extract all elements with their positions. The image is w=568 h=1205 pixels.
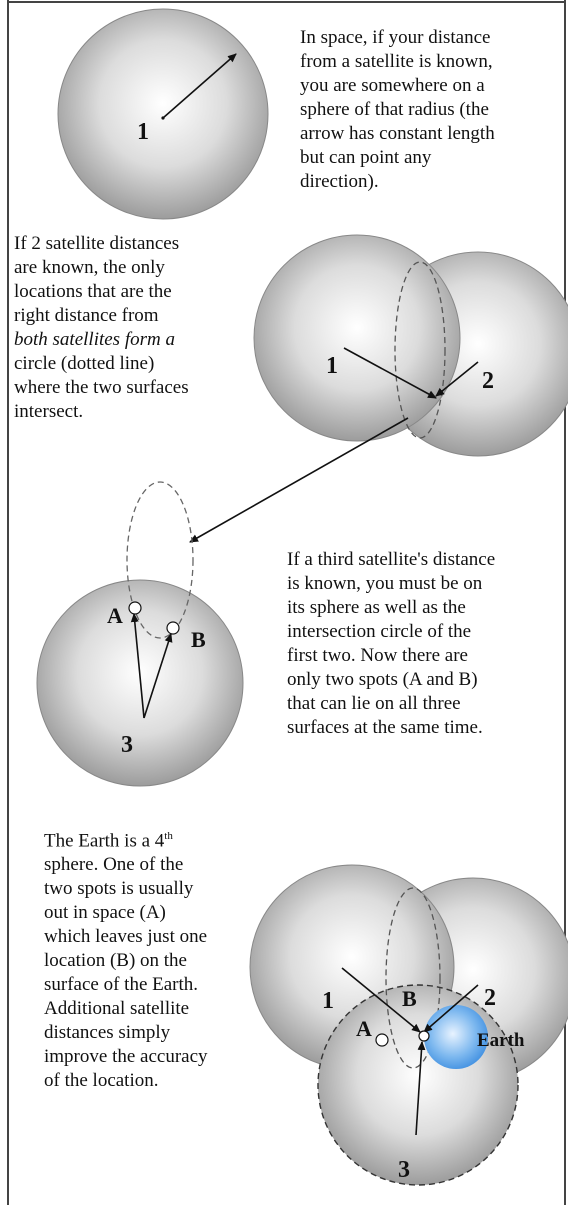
radius-arrow-3b: [143, 633, 173, 719]
sphere-1: [57, 8, 269, 220]
label-point-a: A: [107, 603, 123, 628]
text-line: that can lie on all three: [287, 693, 461, 714]
text-line: of the location.: [44, 1070, 159, 1092]
text-line: two spots is usually: [44, 878, 194, 900]
text-line: first two. Now there are: [287, 645, 468, 666]
text-line: only two spots (A and B): [287, 669, 478, 690]
text-line: right distance from: [14, 305, 159, 326]
connector-arrow: [189, 417, 409, 543]
label-point-b: B: [191, 627, 206, 652]
radius-arrow-2a: [343, 347, 437, 399]
label-sat-1: 1: [137, 119, 149, 145]
superscript-th: th: [164, 830, 173, 842]
intersection-circle-4: [385, 887, 441, 1069]
panel-four-graphic: [249, 864, 568, 1186]
label-sat-4-1: 1: [322, 988, 334, 1014]
label-sat-3: 3: [121, 732, 133, 758]
point-a-marker: [128, 601, 142, 615]
text-line: sphere. One of the: [44, 854, 184, 876]
text-line: you are somewhere on a: [300, 75, 485, 96]
text-line: surface of the Earth.: [44, 974, 199, 996]
text-line: improve the accuracy: [44, 1046, 208, 1068]
text-line: are known, the only: [14, 257, 165, 278]
text-line: out in space (A): [44, 902, 166, 924]
text-line: intersect.: [14, 401, 84, 422]
label-sat-2a: 1: [326, 353, 338, 379]
point-a-marker-4: [375, 1033, 389, 1047]
text-line: which leaves just one: [44, 926, 208, 948]
radius-arrow-4c: [415, 1041, 426, 1136]
text-line: The Earth is a 4th: [44, 830, 173, 852]
intersection-circle: [394, 261, 446, 439]
panel-three-graphic: [36, 481, 244, 787]
text-line: direction).: [300, 171, 379, 192]
radius-arrow-4a: [341, 967, 421, 1033]
text-line: location (B) on the: [44, 950, 187, 972]
panel-three-text: If a third satellite's distance is known…: [287, 548, 495, 740]
label-sat-4-3: 3: [398, 1157, 410, 1183]
text-line: distances simply: [44, 1022, 171, 1044]
text-line: from a satellite is known,: [300, 51, 493, 72]
radius-arrow-4b: [423, 984, 479, 1033]
text-line: Additional satellite: [44, 998, 190, 1020]
text-line: circle (dotted line): [14, 353, 155, 374]
panel-two-text: If 2 satellite distances are known, the …: [14, 232, 189, 424]
label-sat-4-2: 2: [484, 985, 496, 1011]
radius-arrow-1: [162, 53, 237, 119]
text-line: sphere of that radius (the: [300, 99, 489, 120]
earth-sphere: [424, 1005, 488, 1069]
panel-one-graphic: [57, 8, 269, 220]
text-line: arrow has constant length: [300, 123, 495, 144]
text-line: is known, you must be on: [287, 573, 483, 594]
text-line: but can point any: [300, 147, 432, 168]
point-b-marker: [166, 621, 180, 635]
text-line: In space, if your distance: [300, 27, 491, 48]
text-line: locations that are the: [14, 281, 172, 302]
sphere-2a: [253, 234, 461, 442]
label-earth: Earth: [477, 1030, 525, 1051]
text-line: where the two surfaces: [14, 377, 189, 398]
radius-arrow-3a: [130, 613, 145, 719]
text-line: If a third satellite's distance: [287, 549, 496, 570]
text-line: surfaces at the same time.: [287, 717, 483, 738]
label-point-a-4: A: [356, 1016, 372, 1041]
sphere-1-center: [161, 116, 165, 120]
label-sat-2b: 2: [482, 368, 494, 394]
panel-two-graphic: [189, 234, 568, 543]
intersection-circle-3: [126, 481, 194, 639]
sphere-4c: [317, 984, 519, 1186]
text-line: its sphere as well as the: [287, 597, 466, 618]
panel-one-text: In space, if your distance from a satell…: [300, 26, 495, 194]
label-point-b-4: B: [402, 986, 417, 1011]
point-b-marker-4: [418, 1030, 430, 1042]
text-line: both satellites form a: [14, 329, 175, 350]
radius-arrow-2b: [435, 361, 479, 397]
panel-four-text: The Earth is a 4th sphere. One of the tw…: [44, 824, 208, 1093]
text-line: intersection circle of the: [287, 621, 472, 642]
text-line: If 2 satellite distances: [14, 233, 180, 254]
